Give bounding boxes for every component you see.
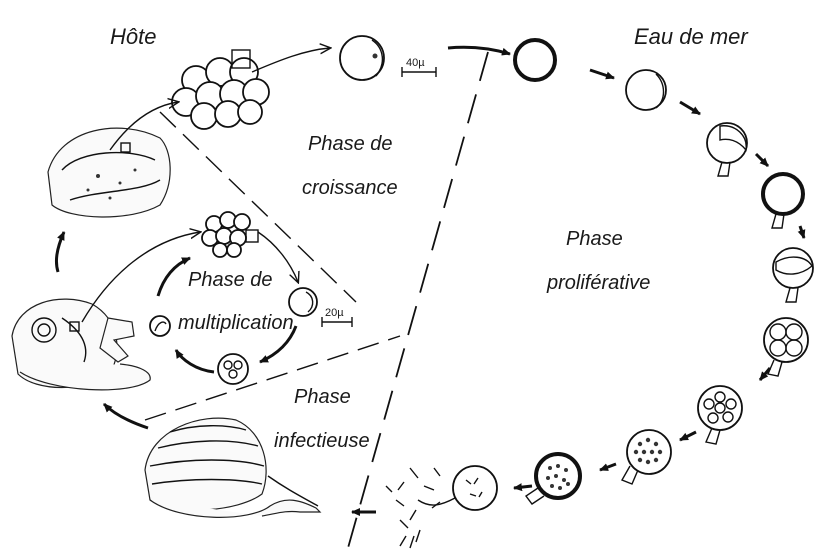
svg-text:croissance: croissance (302, 177, 398, 199)
svg-text:Phase: Phase (566, 228, 623, 250)
svg-text:proliférative: proliférative (546, 272, 650, 294)
infective-phase-label: Phase infectieuse (274, 386, 370, 452)
svg-text:40µ: 40µ (406, 57, 425, 69)
seawater-label: Eau de mer (634, 24, 749, 49)
svg-text:Phase de: Phase de (308, 133, 393, 155)
growth-phase-label: Phase de croissance (302, 133, 398, 199)
scale-bar-20: 20µ (322, 307, 352, 327)
host-label: Hôte (110, 24, 156, 49)
growth-cell-cluster (172, 50, 269, 129)
svg-text:20µ: 20µ (325, 307, 344, 319)
svg-text:Phase: Phase (294, 386, 351, 408)
snail-host-drawing (12, 299, 150, 390)
mature-trophozoite (340, 36, 384, 80)
zoospores (386, 468, 440, 548)
svg-text:infectieuse: infectieuse (274, 430, 370, 452)
svg-text:multiplication: multiplication (178, 312, 294, 334)
svg-text:Phase de: Phase de (188, 269, 273, 291)
proliferative-phase-label: Phase proliférative (546, 228, 650, 294)
clam-host-drawing (48, 128, 170, 217)
scale-bar-40: 40µ (402, 57, 436, 77)
multiplication-phase-label: Phase de multiplication (178, 269, 294, 334)
multiplication-cell-cluster (202, 212, 258, 257)
